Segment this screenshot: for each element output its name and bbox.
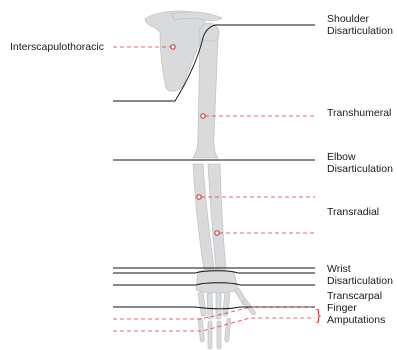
metacarpal-1: [198, 292, 206, 316]
label-elbow-1: Elbow: [327, 151, 356, 163]
label-elbow-2: Disarticulation: [327, 163, 393, 175]
arm-bones: [145, 11, 256, 349]
finger-brace: }: [316, 307, 321, 324]
label-transcarpal: Transcarpal: [327, 290, 382, 302]
phalanx-1: [198, 318, 204, 342]
label-wrist-2: Disarticulation: [327, 275, 393, 287]
phalanx-3: [217, 321, 221, 349]
metacarpal-4: [223, 292, 230, 316]
finger-line: [113, 307, 315, 309]
transhumeral-marker: [201, 114, 205, 118]
label-shoulder-2: Disarticulation: [327, 25, 393, 37]
carpals: [196, 269, 238, 293]
humerus: [193, 38, 218, 158]
interscapulothoracic-marker: [171, 45, 175, 49]
label-interscapulothoracic: Interscapulothoracic: [10, 41, 104, 53]
label-shoulder-1: Shoulder: [327, 13, 370, 25]
scapula: [145, 11, 205, 91]
label-finger-1: Finger: [327, 302, 357, 314]
phalanx-4: [225, 318, 231, 342]
label-transhumeral: Transhumeral: [327, 107, 391, 119]
finger-dash-2: [113, 318, 315, 331]
label-transradial: Transradial: [327, 206, 379, 218]
metacarpal-2: [207, 293, 213, 319]
transradial-marker-upper: [197, 195, 201, 199]
phalanx-2: [208, 321, 212, 349]
label-finger-2: Amputations: [327, 314, 385, 326]
label-wrist-1: Wrist: [327, 263, 351, 275]
transradial-marker-lower: [215, 231, 219, 235]
